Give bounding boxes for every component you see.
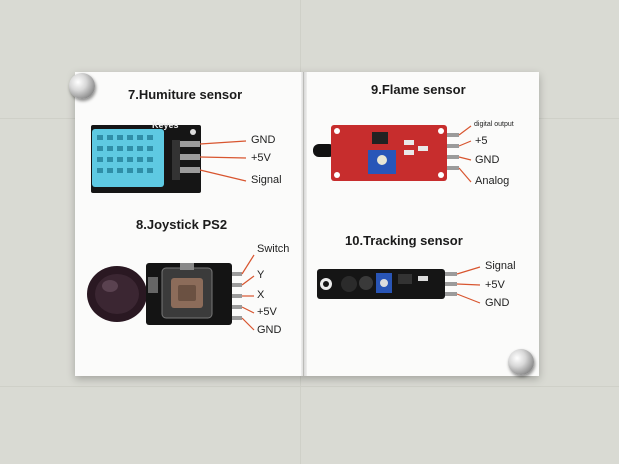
flame-module-image [313,125,459,181]
magnet-bottom-right [508,349,534,375]
flame-pin-digital-output: digital output [474,121,514,128]
page-fold [301,72,307,376]
surface-line [0,386,619,387]
tracking-pin-5v: +5V [485,279,505,291]
humiture-module-image [91,125,201,193]
right-page [304,72,539,376]
humiture-title: 7.Humiture sensor [128,87,243,102]
joystick-pin-y: Y [257,269,265,281]
instruction-booklet [75,72,539,376]
joystick-module-image [87,263,242,325]
tracking-module-image [317,269,457,299]
tracking-title: 10.Tracking sensor [345,233,463,248]
joystick-title: 8.Joystick PS2 [136,217,228,232]
humiture-wires [199,140,247,182]
joystick-pin-gnd: GND [257,324,282,336]
flame-pin-gnd: GND [475,154,500,166]
joystick-wires [241,254,255,331]
tracking-pin-signal: Signal [485,260,516,272]
magnet-top-left [69,73,95,99]
flame-title: 9.Flame sensor [371,82,466,97]
joystick-pin-x: X [257,289,265,301]
joystick-pin-5v: +5V [257,306,277,318]
flame-pin-analog: Analog [475,175,510,187]
flame-pin-5: +5 [475,135,488,147]
humiture-pin-5v: +5V [251,152,271,164]
flame-wires [458,125,472,183]
joystick-pin-switch: Switch [257,243,290,255]
humiture-module-text: Keyes [152,120,179,130]
tracking-wires [456,266,481,304]
left-page [75,72,304,376]
humiture-pin-gnd: GND [251,134,276,146]
humiture-pin-signal: Signal [251,174,282,186]
tracking-pin-gnd: GND [485,297,510,309]
